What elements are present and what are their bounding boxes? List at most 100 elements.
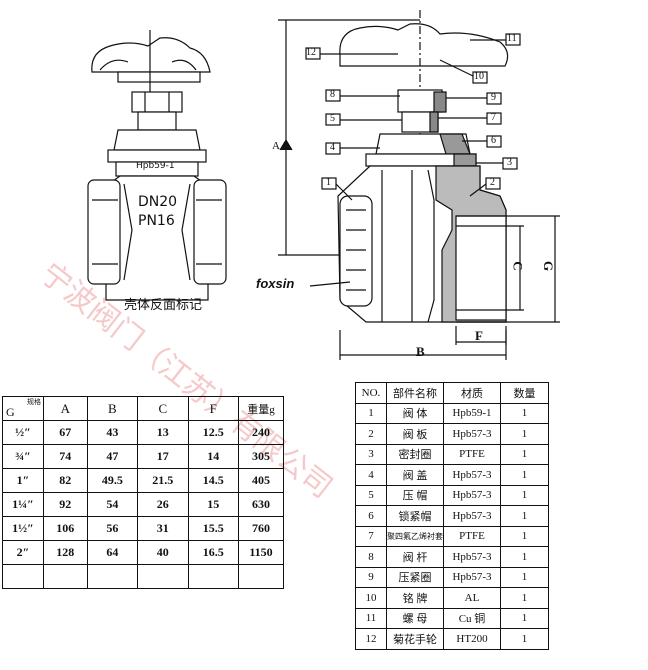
dims-c: 21.5: [137, 468, 189, 493]
dims-weight: 760: [238, 516, 284, 541]
parts-header-material: 材质: [443, 382, 501, 404]
dim-label-b: B: [416, 344, 425, 359]
dims-f: 15: [187, 492, 240, 517]
dims-weight: 1150: [238, 540, 284, 565]
part-material: PTFE: [443, 525, 501, 547]
dims-a: 82: [43, 468, 88, 493]
part-no: 4: [355, 464, 387, 486]
part-name: 压 帽: [386, 484, 444, 506]
part-no: 6: [355, 505, 387, 527]
dims-header-row: 规格 G A B C F 重量g: [2, 396, 284, 421]
dims-header-weight: 重量g: [238, 396, 284, 421]
dims-b: 43: [86, 420, 139, 445]
parts-header-no: NO.: [355, 382, 387, 404]
front-pressure-mark: PN16: [138, 213, 175, 229]
dims-c: 26: [137, 492, 189, 517]
dims-size: 1¼″: [2, 492, 44, 517]
dims-f: 14: [187, 444, 240, 469]
part-no: 5: [355, 484, 387, 506]
empty-cell: [137, 564, 189, 589]
callout-9: 9: [491, 92, 496, 103]
dims-f: 12.5: [187, 420, 240, 445]
parts-header-qty: 数量: [500, 382, 549, 404]
dims-corner-label: 规格: [27, 398, 41, 406]
dims-b: 49.5: [86, 468, 139, 493]
empty-cell: [2, 564, 44, 589]
part-qty: 1: [500, 484, 549, 506]
empty-cell: [187, 564, 240, 589]
part-name: 聚四氟乙烯衬套: [386, 525, 444, 547]
part-qty: 1: [500, 546, 549, 568]
dim-label-f: F: [475, 328, 483, 343]
dims-size: ½″: [2, 420, 44, 445]
front-caption: 壳体反面标记: [124, 298, 203, 313]
dims-c: 17: [137, 444, 189, 469]
part-no: 8: [355, 546, 387, 568]
dims-weight: 305: [238, 444, 284, 469]
callout-6: 6: [491, 135, 496, 146]
dims-a: 128: [43, 540, 88, 565]
dim-label-a: A: [272, 140, 280, 152]
part-no: 10: [355, 587, 387, 609]
part-qty: 1: [500, 587, 549, 609]
brand-label: foxsin: [256, 276, 295, 291]
part-material: Hpb57-3: [443, 464, 501, 486]
part-name: 阀 体: [386, 402, 444, 424]
dims-b: 47: [86, 444, 139, 469]
part-qty: 1: [500, 464, 549, 486]
part-material: Hpb57-3: [443, 505, 501, 527]
part-qty: 1: [500, 402, 549, 424]
part-name: 阀 板: [386, 423, 444, 445]
part-name: 菊花手轮: [386, 628, 444, 650]
parts-header-row: NO. 部件名称 材质 数量: [355, 382, 549, 404]
part-qty: 1: [500, 423, 549, 445]
part-no: 3: [355, 443, 387, 465]
part-material: Hpb59-1: [443, 402, 501, 424]
dims-b: 56: [86, 516, 139, 541]
dims-weight: 240: [238, 420, 284, 445]
dims-f: 15.5: [187, 516, 240, 541]
table-row-empty: [2, 564, 284, 589]
callout-4: 4: [330, 142, 335, 153]
part-name: 螺 母: [386, 607, 444, 629]
part-name: 压紧圈: [386, 566, 444, 588]
dim-label-g: G: [541, 260, 557, 272]
empty-cell: [238, 564, 284, 589]
part-name: 锁紧帽: [386, 505, 444, 527]
part-qty: 1: [500, 443, 549, 465]
part-material: AL: [443, 587, 501, 609]
dims-a: 92: [43, 492, 88, 517]
part-no: 9: [355, 566, 387, 588]
callout-7: 7: [491, 112, 496, 123]
front-body-mark: Hpb59-1: [136, 161, 175, 171]
dim-label-c: C: [510, 261, 526, 271]
parts-header-name: 部件名称: [386, 382, 444, 404]
part-qty: 1: [500, 505, 549, 527]
part-no: 7: [355, 525, 387, 547]
part-material: HT200: [443, 628, 501, 650]
dims-size: ¾″: [2, 444, 44, 469]
part-name: 密封圈: [386, 443, 444, 465]
dims-c: 40: [137, 540, 189, 565]
part-no: 12: [355, 628, 387, 650]
front-size-mark: DN20: [138, 194, 178, 210]
empty-cell: [43, 564, 88, 589]
dims-b: 64: [86, 540, 139, 565]
callout-1: 1: [326, 177, 331, 188]
